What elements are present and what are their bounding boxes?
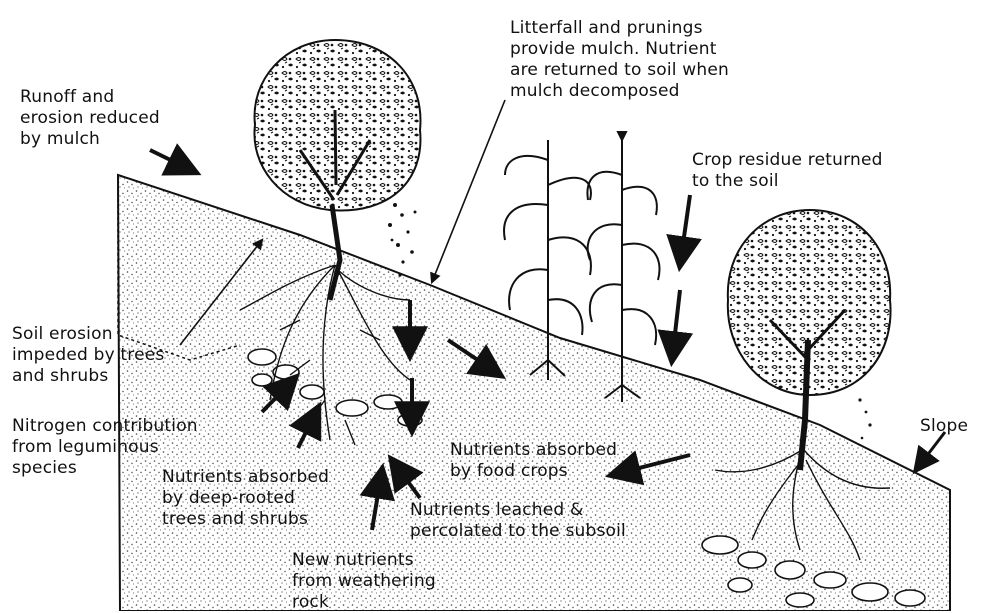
label-line: Crop residue returned — [692, 150, 883, 171]
label-line: by deep-rooted — [162, 488, 329, 509]
label-weathering: New nutrients from weathering rock — [292, 550, 436, 613]
label-line: rock — [292, 592, 436, 613]
runoff-arrow — [150, 150, 195, 172]
falling-leaves-icon — [388, 203, 417, 277]
label-line: provide mulch. Nutrient — [510, 39, 729, 60]
label-line: Runoff and — [20, 87, 160, 108]
label-crop-residue: Crop residue returned to the soil — [692, 150, 883, 192]
label-soil-erosion: Soil erosion impeded by trees and shrubs — [12, 324, 165, 387]
label-line: Nitrogen contribution — [12, 416, 198, 437]
label-line: to the soil — [692, 171, 883, 192]
label-line: trees and shrubs — [162, 509, 329, 530]
label-line: and shrubs — [12, 366, 165, 387]
slope-arrow — [916, 432, 945, 470]
label-leached: Nutrients leached & percolated to the su… — [410, 500, 626, 542]
label-line: by mulch — [20, 129, 160, 150]
label-litterfall: Litterfall and prunings provide mulch. N… — [510, 18, 729, 102]
label-line: Soil erosion — [12, 324, 165, 345]
label-line: mulch decomposed — [510, 81, 729, 102]
label-slope: Slope — [920, 416, 968, 437]
label-line: New nutrients — [292, 550, 436, 571]
label-line: from weathering — [292, 571, 436, 592]
label-line: are returned to soil when — [510, 60, 729, 81]
label-line: Slope — [920, 416, 968, 437]
label-absorbed-deep: Nutrients absorbed by deep-rooted trees … — [162, 467, 329, 530]
crop-residue-arrow-1 — [680, 195, 690, 265]
label-line: Nutrients absorbed — [450, 440, 617, 461]
label-runoff: Runoff and erosion reduced by mulch — [20, 87, 160, 150]
litterfall-arrow — [432, 100, 505, 282]
label-line: by food crops — [450, 461, 617, 482]
label-line: Litterfall and prunings — [510, 18, 729, 39]
label-absorbed-food: Nutrients absorbed by food crops — [450, 440, 617, 482]
label-line: erosion reduced — [20, 108, 160, 129]
label-line: percolated to the subsoil — [410, 521, 626, 542]
label-line: Nutrients absorbed — [162, 467, 329, 488]
label-line: Nutrients leached & — [410, 500, 626, 521]
crop-residue-arrow-2 — [672, 290, 680, 360]
label-line: from leguminous — [12, 437, 198, 458]
label-line: impeded by trees — [12, 345, 165, 366]
